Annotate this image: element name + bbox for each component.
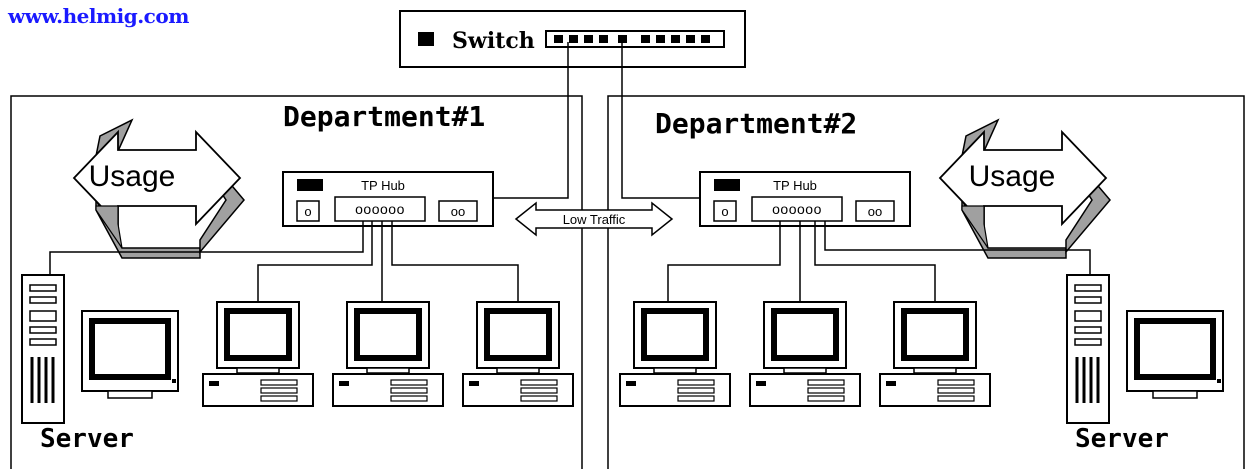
usage-label: Usage [89, 160, 176, 193]
server-dept-2: Server [1067, 275, 1223, 454]
hub-port-pair: oo [451, 204, 465, 219]
hub-dept-1: TP Hub o oooooo oo [282, 171, 494, 227]
site-watermark: www.helmig.com [8, 4, 189, 28]
usage-label: Usage [969, 160, 1056, 193]
uplink-dept-2 [621, 42, 700, 199]
workstation-dept-2-a [620, 302, 730, 406]
hub-port-single: o [721, 204, 728, 219]
workstation-dept-2-c [880, 302, 990, 406]
hub-ports: oooooo [355, 201, 405, 217]
hub-port-single: o [304, 204, 311, 219]
wiring-dept-1 [49, 221, 519, 302]
switch-label: Switch [452, 28, 535, 54]
hub-label: TP Hub [361, 178, 405, 193]
wiring-dept-2 [667, 221, 1091, 302]
workstation-dept-1-b [333, 302, 443, 406]
uplink-dept-1 [490, 42, 569, 199]
workstation-dept-2-b [750, 302, 860, 406]
department-1-title: Department#1 [283, 100, 485, 133]
server-dept-1: Server [22, 275, 178, 454]
server-label: Server [1075, 424, 1169, 454]
switch-device: Switch [399, 10, 746, 68]
hub-port-pair: oo [868, 204, 882, 219]
hub-label: TP Hub [773, 178, 817, 193]
hub-dept-2: TP Hub o oooooo oo [699, 171, 911, 227]
department-2-title: Department#2 [655, 107, 857, 140]
workstation-dept-1-c [463, 302, 573, 406]
department-1-box [10, 95, 583, 469]
server-label: Server [40, 424, 134, 454]
usage-arrow-dept-2: Usage [938, 118, 1111, 259]
low-traffic-arrow: Low Traffic [514, 201, 674, 237]
hub-ports: oooooo [772, 201, 822, 217]
workstation-dept-1-a [203, 302, 313, 406]
department-2-box [607, 95, 1245, 469]
low-traffic-label: Low Traffic [563, 212, 626, 227]
usage-arrow-dept-1: Usage [72, 118, 245, 259]
